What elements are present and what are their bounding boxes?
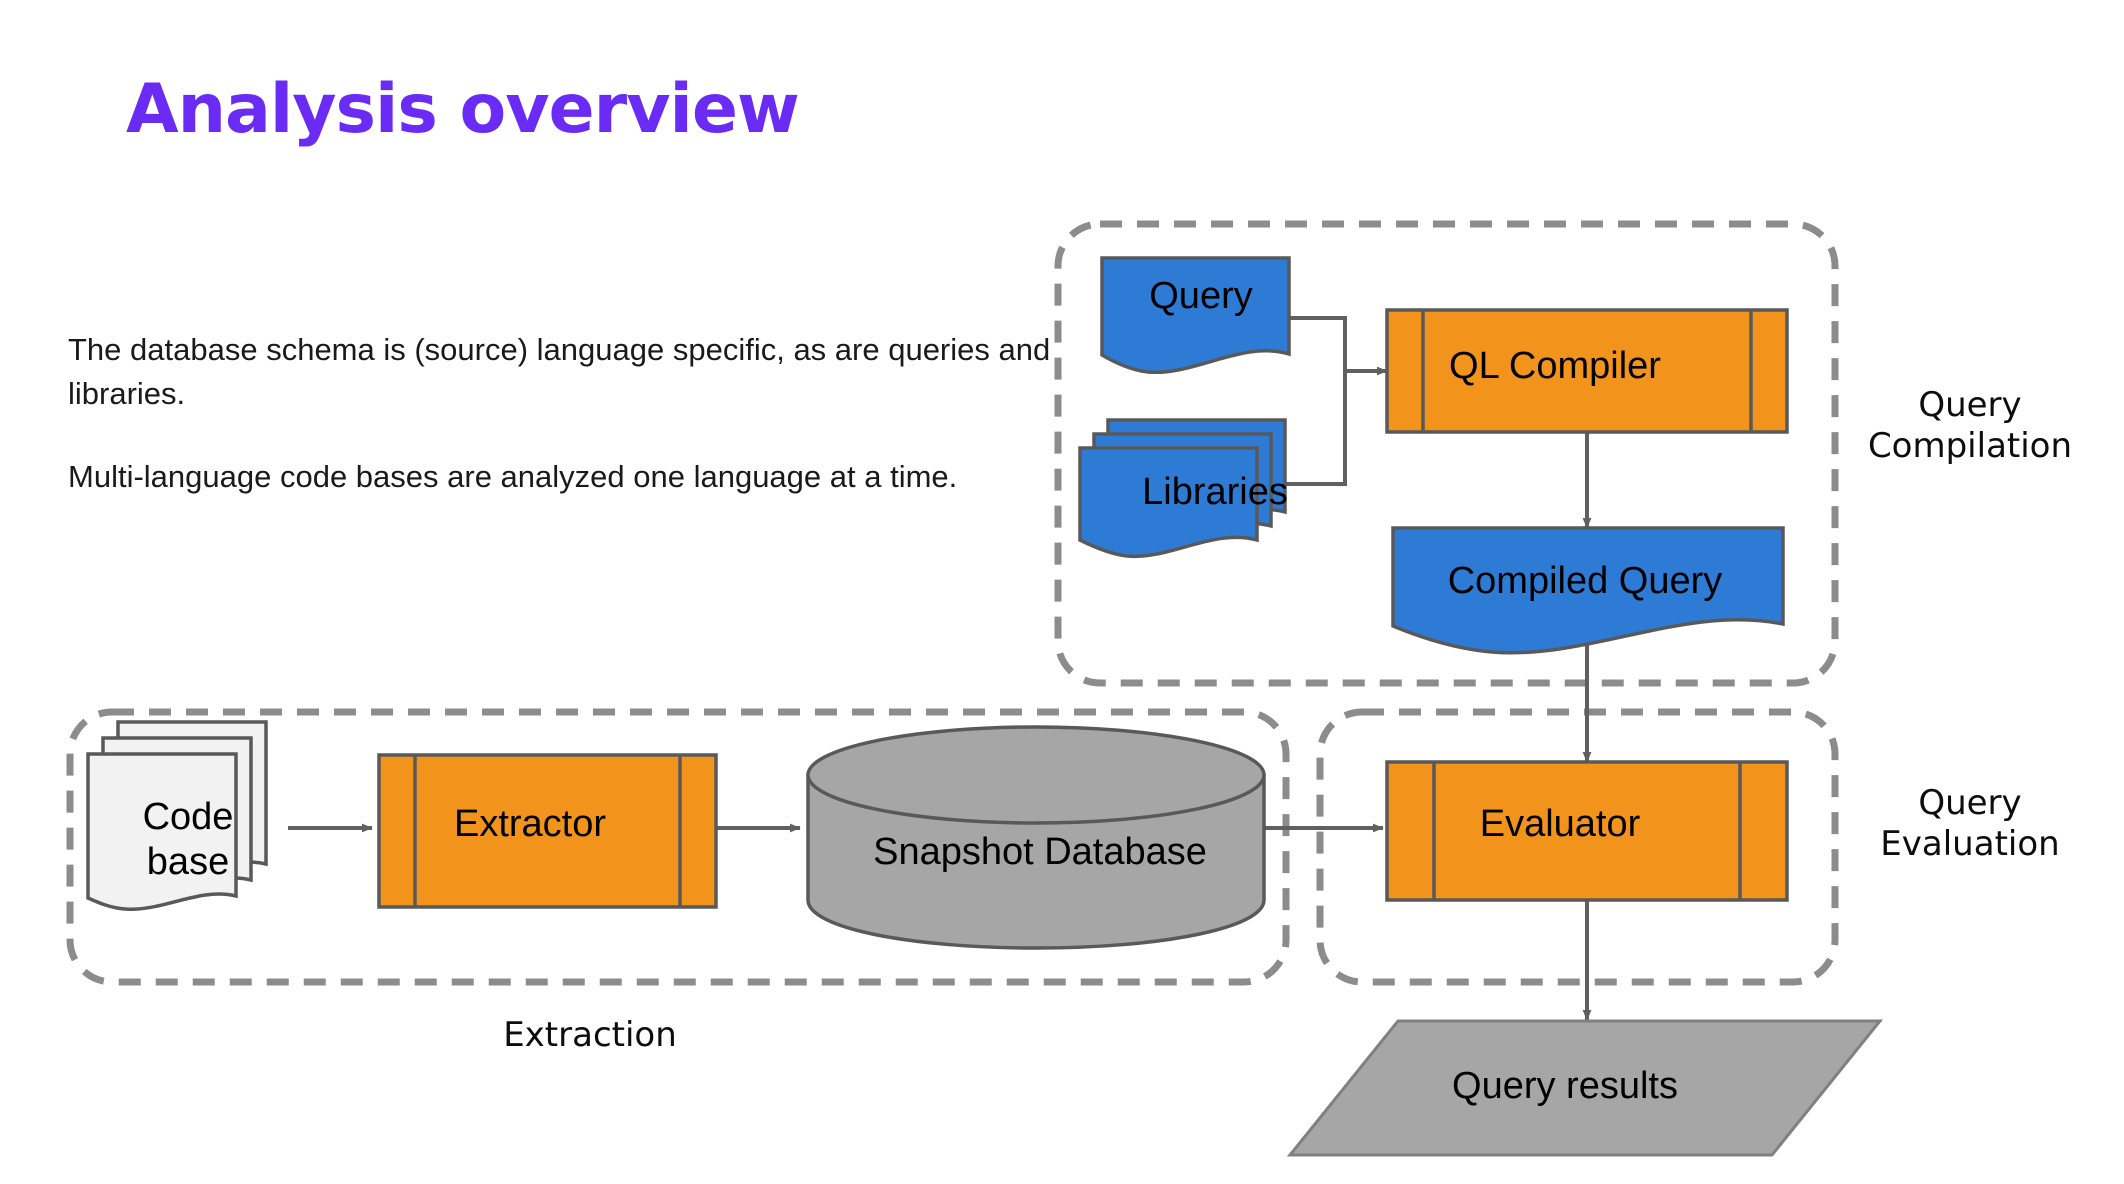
group-caption-query-compilation: Query Compilation <box>1867 385 2073 467</box>
document-shape-query <box>1100 256 1291 375</box>
process-shape-evaluator <box>1385 760 1789 902</box>
group-caption-query-evaluation: Query Evaluation <box>1880 783 2060 865</box>
process-shape-extractor <box>377 753 718 909</box>
process-shape-ql-compiler <box>1385 308 1789 434</box>
document-shape-code-base-front <box>86 752 238 911</box>
node-query-results[interactable] <box>1286 1019 1884 1157</box>
group-box-query-evaluation <box>1316 708 1839 986</box>
document-shape-compiled-query <box>1391 526 1785 655</box>
node-extractor[interactable] <box>377 753 718 909</box>
node-libraries[interactable] <box>1078 418 1287 559</box>
node-ql-compiler[interactable] <box>1385 308 1789 434</box>
edge-query-to-ql-compiler <box>1289 316 1388 376</box>
parallelogram-shape-query-results <box>1286 1019 1884 1157</box>
node-code-base[interactable] <box>86 720 268 911</box>
group-caption-extraction: Extraction <box>503 1015 677 1055</box>
node-snapshot-database[interactable] <box>806 725 1266 950</box>
group-box-extraction <box>66 708 1290 986</box>
node-query[interactable] <box>1100 256 1291 375</box>
group-box-query-compilation <box>1054 220 1839 687</box>
edge-libraries-to-ql-compiler <box>1285 371 1347 486</box>
body-paragraph-1: The database schema is (source) language… <box>68 332 1051 412</box>
document-shape-libraries-front <box>1078 446 1259 559</box>
body-paragraph-2: Multi-language code bases are analyzed o… <box>68 459 958 494</box>
node-compiled-query[interactable] <box>1391 526 1785 655</box>
node-evaluator[interactable] <box>1385 760 1789 902</box>
cylinder-top-snapshot-database <box>806 725 1266 825</box>
page-title: Analysis overview <box>126 70 800 149</box>
